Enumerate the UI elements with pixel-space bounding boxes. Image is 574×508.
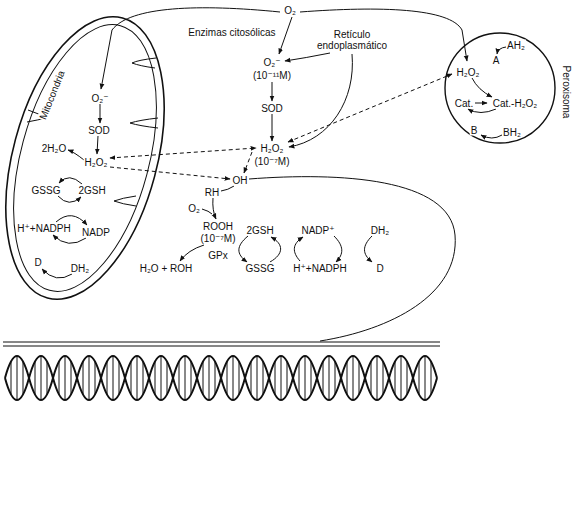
dna-strand — [5, 356, 437, 400]
nuclear-membrane — [3, 342, 440, 346]
diffusion-arrow — [110, 167, 230, 179]
molecule-label: DH₂ — [70, 263, 90, 274]
crista — [130, 118, 158, 128]
molecule-label: GSSG — [245, 263, 276, 274]
diffusion-arrow — [110, 148, 256, 158]
reaction-arrow — [472, 78, 492, 97]
region-label: Enzimas citosólicas — [187, 27, 276, 38]
crista — [114, 196, 136, 206]
molecule-label: D — [375, 263, 384, 274]
reaction-arrow — [481, 135, 502, 138]
molecule-label: O₂⁻ — [91, 93, 110, 104]
damage-line — [249, 177, 455, 341]
reaction-line — [202, 209, 212, 214]
reaction-arrow — [475, 103, 487, 104]
dna-rungs — [5, 348, 437, 408]
molecule-label: H⁺+NADPH — [292, 263, 347, 274]
reaction-arrow — [365, 236, 373, 262]
molecule-label: NADP⁺ — [300, 225, 335, 236]
organelle-label: Peroxisoma — [561, 65, 572, 120]
molecule-label: H₂O₂ — [456, 67, 481, 78]
molecule-label: A — [492, 55, 501, 66]
dna-strand — [5, 356, 437, 400]
reaction-arrow — [213, 198, 216, 219]
molecule-label: (10⁻¹¹M) — [252, 70, 292, 81]
membrane — [445, 33, 555, 143]
molecule-label: D — [33, 257, 42, 268]
molecule-label: BH₂ — [502, 127, 522, 138]
molecule-label: Cat. — [454, 98, 474, 109]
diffusion-arrow — [288, 74, 452, 142]
oxygen-line — [300, 9, 467, 61]
reaction-arrow — [334, 236, 342, 262]
molecule-label: H₂O₂ — [84, 157, 109, 168]
molecule-label: NADP — [81, 227, 111, 238]
molecule-label: ROOH — [202, 221, 234, 232]
molecule-label: SOD — [260, 103, 284, 114]
arrows — [3, 8, 506, 346]
molecule-label: AH₂ — [506, 40, 526, 51]
reaction-arrow — [272, 82, 273, 101]
reaction-arrow — [285, 53, 330, 61]
reaction-arrow — [100, 104, 101, 123]
molecule-label: H⁺+NADPH — [16, 223, 71, 234]
reaction-arrow — [42, 269, 72, 278]
reaction-arrow — [468, 109, 496, 113]
crista — [132, 58, 156, 68]
molecule-label: GPx — [207, 250, 228, 261]
reaction-arrow — [294, 237, 303, 261]
reaction-arrow — [59, 178, 82, 184]
molecule-label: DH₂ — [370, 225, 390, 236]
molecule-label: O₂⁻ — [263, 57, 282, 68]
region-label: Retículo endoplasmático — [311, 29, 393, 51]
region-label: O₂ — [283, 5, 297, 16]
molecule-label: SOD — [87, 125, 111, 136]
molecule-label: 2H₂O — [41, 143, 67, 154]
reaction-arrow — [270, 237, 281, 262]
reaction-arrow — [272, 114, 273, 141]
molecule-label: RH — [204, 187, 220, 198]
diffusion-arrow — [244, 152, 252, 173]
reaction-arrow — [239, 236, 248, 262]
molecule-label: H₂O + ROH — [139, 263, 194, 274]
molecule-label: OH — [232, 175, 249, 186]
reaction-arrow — [68, 150, 84, 160]
molecule-label: (10⁻⁷M) — [253, 156, 290, 167]
molecule-label: GSSG — [31, 185, 62, 196]
molecule-label: O₂ — [187, 203, 201, 214]
molecule-label: (10⁻⁷M) — [199, 233, 236, 244]
reaction-arrow — [497, 47, 506, 54]
reaction-arrow — [58, 196, 81, 202]
oxygen-line — [279, 17, 292, 54]
molecule-label: H₂O₂ — [260, 143, 285, 154]
molecule-label: Cat.-H₂O₂ — [492, 98, 538, 109]
molecule-label: 2GSH — [77, 185, 106, 196]
reaction-arrow — [289, 54, 352, 147]
molecule-label: 2GSH — [245, 225, 274, 236]
reaction-line — [221, 186, 234, 191]
reaction-arrow — [97, 136, 98, 154]
molecule-label: B — [470, 125, 479, 136]
reaction-arrow — [180, 245, 204, 261]
